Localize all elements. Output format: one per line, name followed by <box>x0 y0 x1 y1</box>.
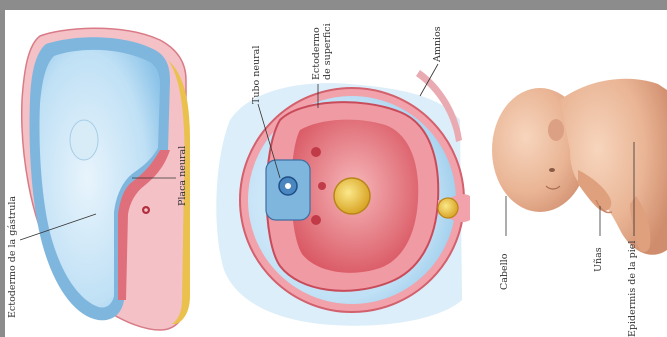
label-epidermis-piel: Epidermis de la piel <box>628 241 638 337</box>
neural-tube-panel <box>216 70 470 326</box>
label-ectodermo-superficie-2: de superfici <box>323 23 333 80</box>
label-cabello: Cabello <box>500 254 510 290</box>
fetus-panel <box>492 79 667 255</box>
label-placa-neural: Placa neural <box>178 146 188 206</box>
label-unas: Uñas <box>594 247 604 272</box>
label-tubo-neural: Tubo neural <box>252 46 262 104</box>
label-ectodermo-superficie-1: Ectodermo <box>312 27 322 80</box>
gastrula-panel <box>22 28 190 330</box>
label-amnios: Amnios <box>433 26 443 62</box>
label-ectodermo-gastrula: Ectodermo de la gástrula <box>8 196 18 318</box>
